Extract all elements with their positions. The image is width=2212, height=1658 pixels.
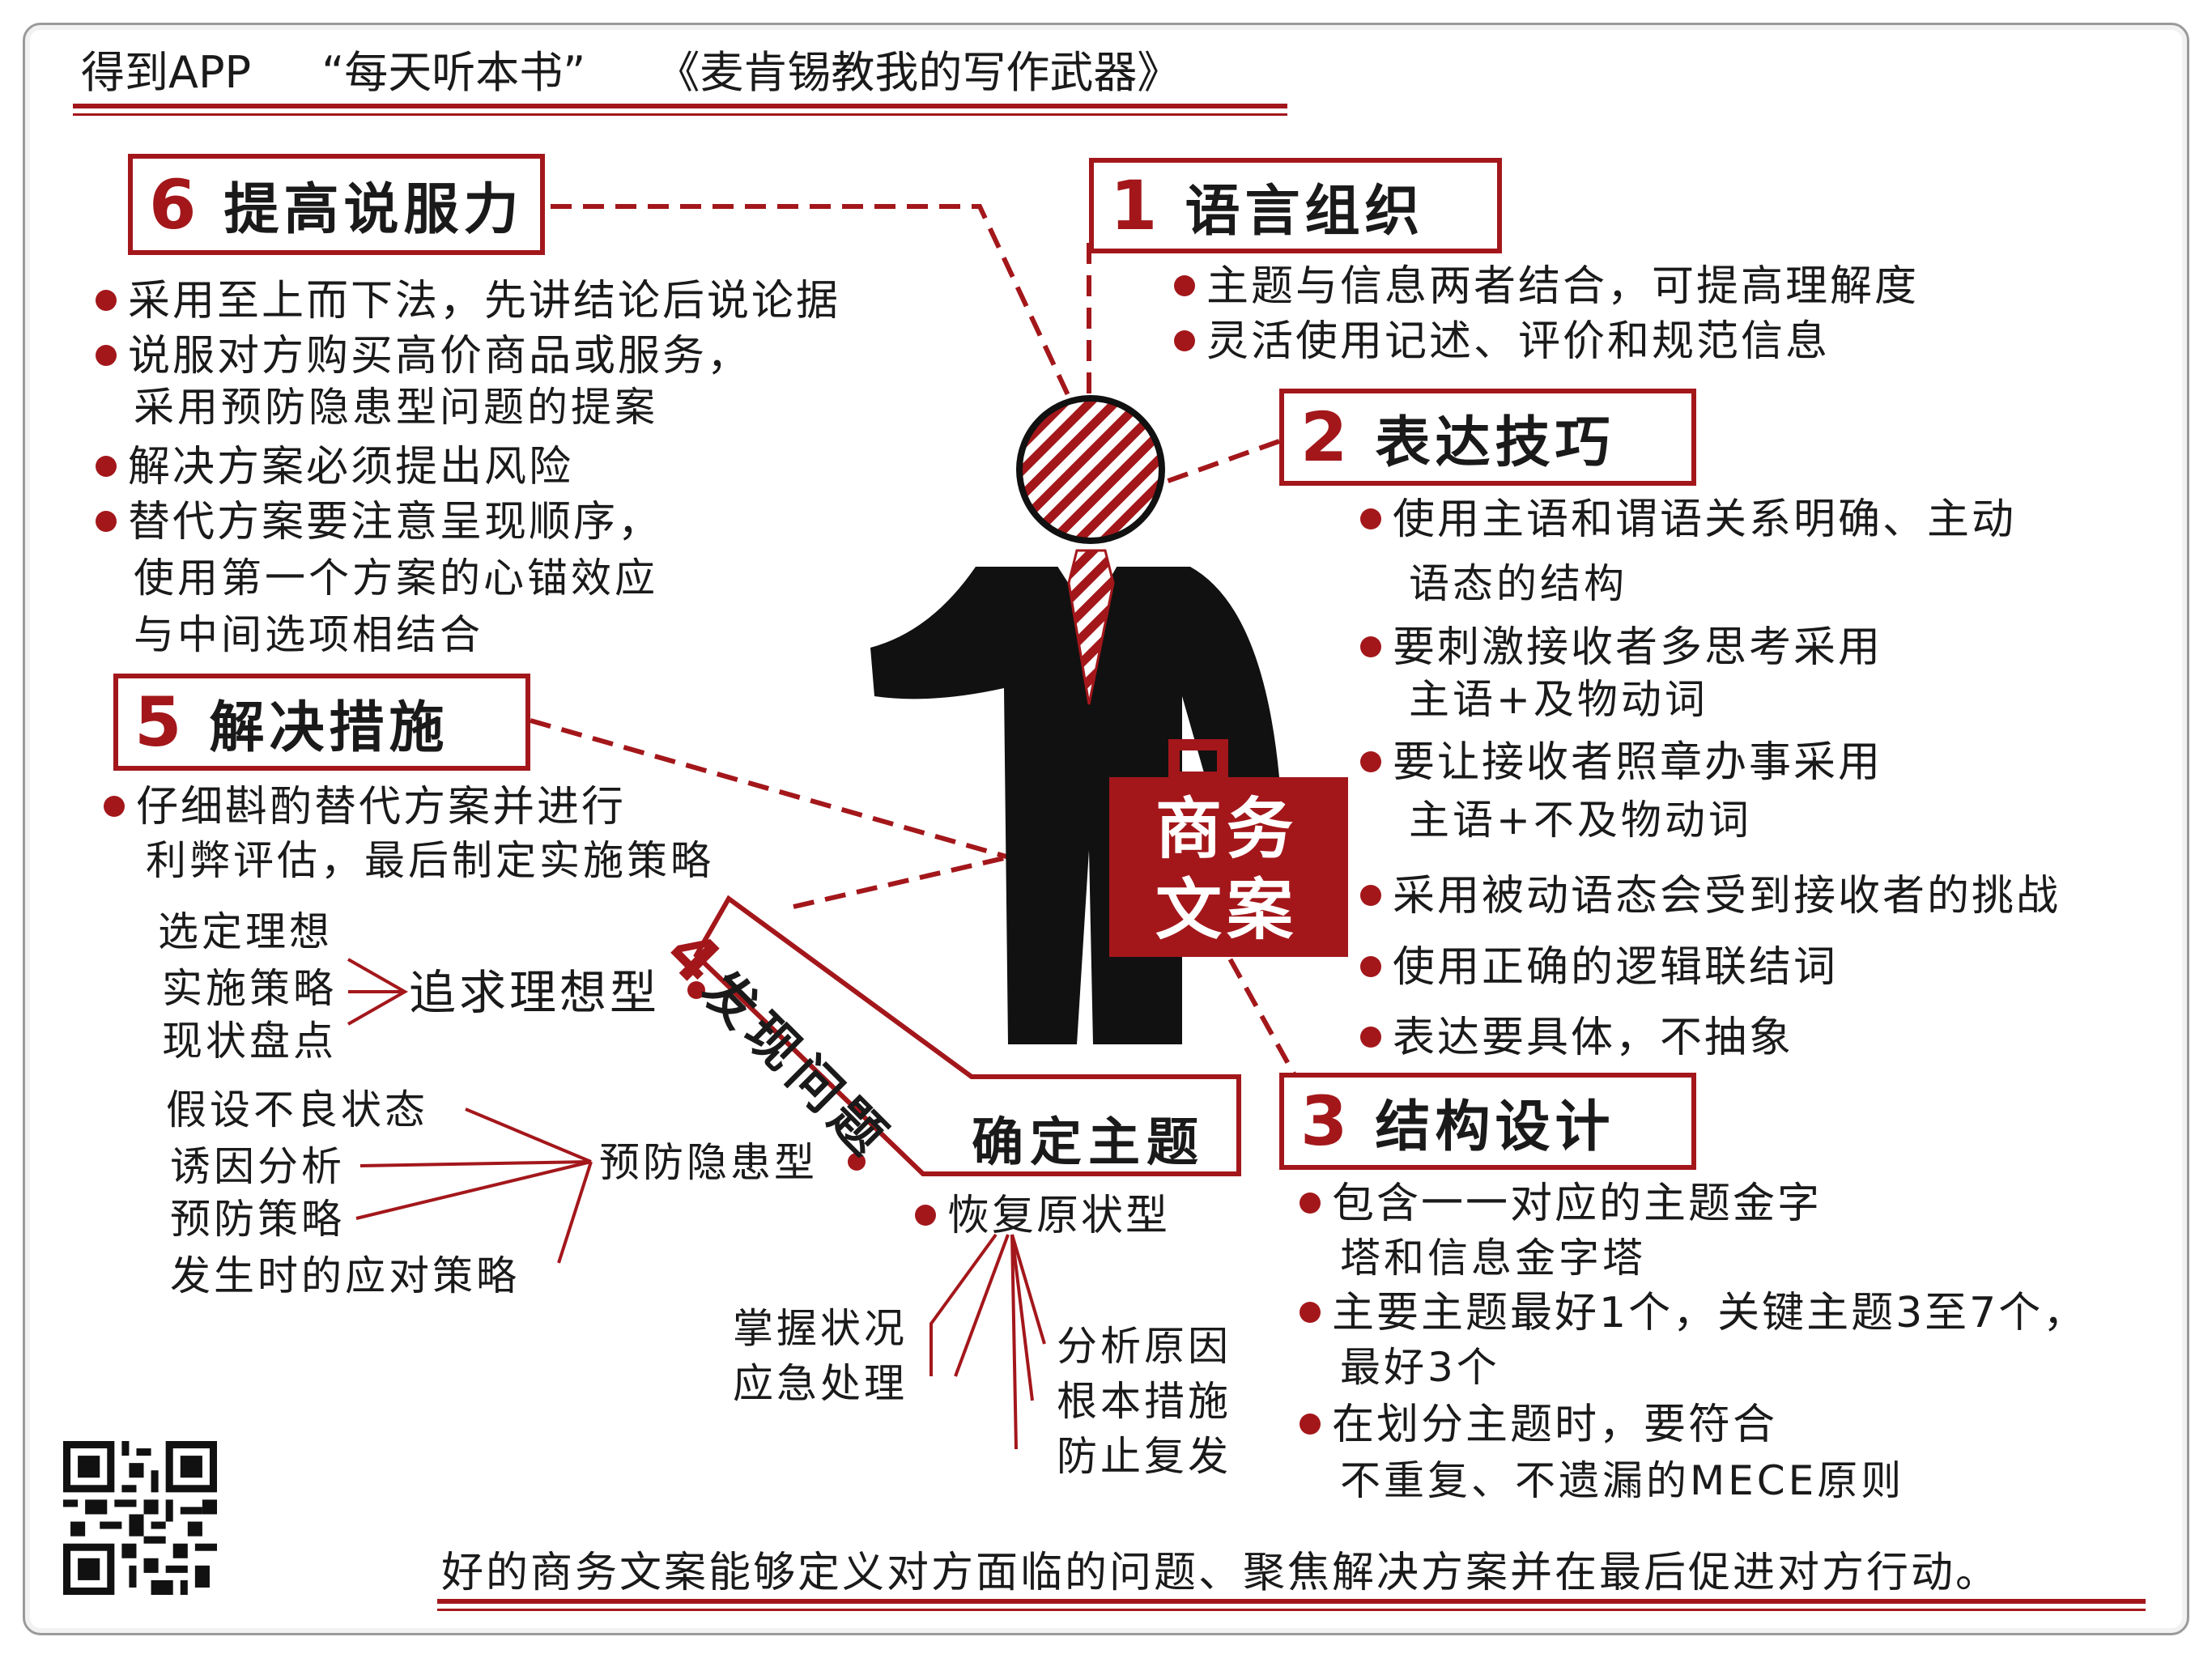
qr-code-icon (63, 1441, 217, 1595)
section6-bullet-4-line2: 使用第一个方案的心锚效应 (134, 555, 658, 602)
connector-2 (1164, 439, 1281, 484)
footer-summary: 好的商务文案能够定义对方面临的问题、聚焦解决方案并在最后促进对方行动。 (441, 1549, 2001, 1597)
prevent-item-2: 诱因分析 (170, 1143, 345, 1190)
restore-right-3: 防止复发 (1057, 1433, 1231, 1480)
ideal-item-2: 实施策略 (162, 965, 337, 1012)
section5-title: 解决措施 (209, 695, 449, 760)
section3-number: 3 (1300, 1082, 1353, 1161)
center-label: 商务 文案 (1129, 789, 1324, 951)
section6-bullet-3: 解决方案必须提出风险 (96, 441, 573, 493)
prevent-item-3: 预防策略 (170, 1196, 345, 1243)
header-app: 得到APP (81, 47, 252, 98)
section4-subtitle: 确定主题 (972, 1113, 1205, 1173)
section1-title: 语言组织 (1185, 179, 1425, 244)
section6-bullet-4: 替代方案要注意呈现顺序， (96, 496, 662, 548)
businessman-figure (870, 395, 1348, 1044)
center-label-line2: 文案 (1155, 872, 1298, 949)
footer-rule (437, 1599, 2146, 1604)
section6-title-box: 6 提高说服力 (128, 154, 545, 255)
section2-number: 2 (1300, 397, 1353, 477)
section6-number: 6 (149, 164, 202, 244)
header-rule-thin (73, 113, 1287, 116)
section5-title-box: 5 解决措施 (113, 674, 530, 771)
ideal-item-3: 现状盘点 (162, 1018, 337, 1065)
prevent-item-4: 发生时的应对策略 (170, 1252, 520, 1299)
restore-right-1: 分析原因 (1057, 1323, 1231, 1370)
section2-title-box: 2 表达技巧 (1279, 389, 1696, 486)
section2-bullet-2-line2: 主语+及物动词 (1409, 676, 1708, 723)
section2-title: 表达技巧 (1375, 410, 1615, 475)
connector-3 (1212, 929, 1298, 1078)
header-series: “每天听本书” (321, 47, 586, 98)
restore-branch-left (929, 1233, 998, 1376)
prevent-item-1: 假设不良状态 (166, 1086, 428, 1133)
section5-bullet-1: 仔细斟酌替代方案并进行 (104, 781, 626, 833)
section2-bullet-3-line2: 主语+不及物动词 (1409, 797, 1752, 844)
section6-bullet-4-line3: 与中间选项相结合 (134, 611, 483, 658)
connector-4 (793, 856, 1005, 909)
header-rule (73, 104, 1287, 108)
footer-rule-thin (437, 1609, 2146, 1611)
section3-bullet-1-line2: 塔和信息金字塔 (1340, 1235, 1646, 1282)
header-book: 《麦肯锡教我的写作武器》 (656, 47, 1181, 98)
page-frame (23, 23, 2189, 1635)
section2-bullet-5: 使用正确的逻辑联结词 (1360, 942, 1838, 993)
section5-number: 5 (134, 682, 187, 762)
section2-bullet-2: 要刺激接收者多思考采用 (1360, 622, 1882, 674)
section6-bullet-2-line2: 采用预防隐患型问题的提案 (134, 384, 658, 431)
prevent-branch (465, 1107, 592, 1163)
connector-6 (551, 204, 1071, 398)
section1-title-box: 1 语言组织 (1089, 158, 1502, 253)
ideal-item-1: 选定理想 (158, 908, 333, 955)
ideal-type-label: 追求理想型 (409, 965, 661, 1020)
section3-bullet-3-line2: 不重复、不遗漏的MECE原则 (1340, 1457, 1905, 1504)
section1-bullet-1: 主题与信息两者结合，可提高理解度 (1174, 261, 1919, 312)
section4-banner-outline (693, 895, 1241, 1176)
section3-title: 结构设计 (1375, 1095, 1615, 1159)
section2-bullet-6: 表达要具体，不抽象 (1360, 1012, 1793, 1064)
section2-bullet-1: 使用主语和谓语关系明确、主动 (1360, 494, 2016, 546)
restore-left-1: 掌握状况 (733, 1305, 908, 1352)
center-label-line1: 商务 (1155, 791, 1298, 868)
section3-bullet-2-line2: 最好3个 (1340, 1344, 1500, 1391)
section2-bullet-1-line2: 语态的结构 (1409, 560, 1627, 607)
connector-5 (530, 718, 1013, 861)
restore-type-label: 恢复原状型 (915, 1190, 1170, 1242)
section6-title: 提高说服力 (223, 178, 524, 242)
header: 得到APP “每天听本书” 《麦肯锡教我的写作武器》 (81, 40, 1237, 105)
restore-left-2: 应急处理 (733, 1360, 908, 1407)
section2-bullet-4: 采用被动语态会受到接收者的挑战 (1360, 870, 2061, 922)
section3-bullet-2: 主要主题最好1个，关键主题3至7个， (1300, 1287, 2087, 1339)
prevent-type-label: 预防隐患型 (599, 1139, 818, 1186)
section2-bullet-3: 要让接收者照章办事采用 (1360, 737, 1882, 789)
section6-bullet-1: 采用至上而下法，先讲结论后说论据 (96, 275, 840, 327)
section6-bullet-2: 说服对方购买高价商品或服务， (96, 330, 751, 382)
section3-bullet-1: 包含一一对应的主题金字 (1300, 1178, 1822, 1230)
section1-bullet-2: 灵活使用记述、评价和规范信息 (1174, 316, 1830, 368)
section3-title-box: 3 结构设计 (1279, 1073, 1696, 1170)
restore-right-2: 根本措施 (1057, 1378, 1231, 1425)
section5-bullet-1-line2: 利弊评估，最后制定实施策略 (146, 837, 714, 884)
section1-number: 1 (1110, 166, 1163, 245)
section3-bullet-3: 在划分主题时，要符合 (1300, 1399, 1777, 1451)
